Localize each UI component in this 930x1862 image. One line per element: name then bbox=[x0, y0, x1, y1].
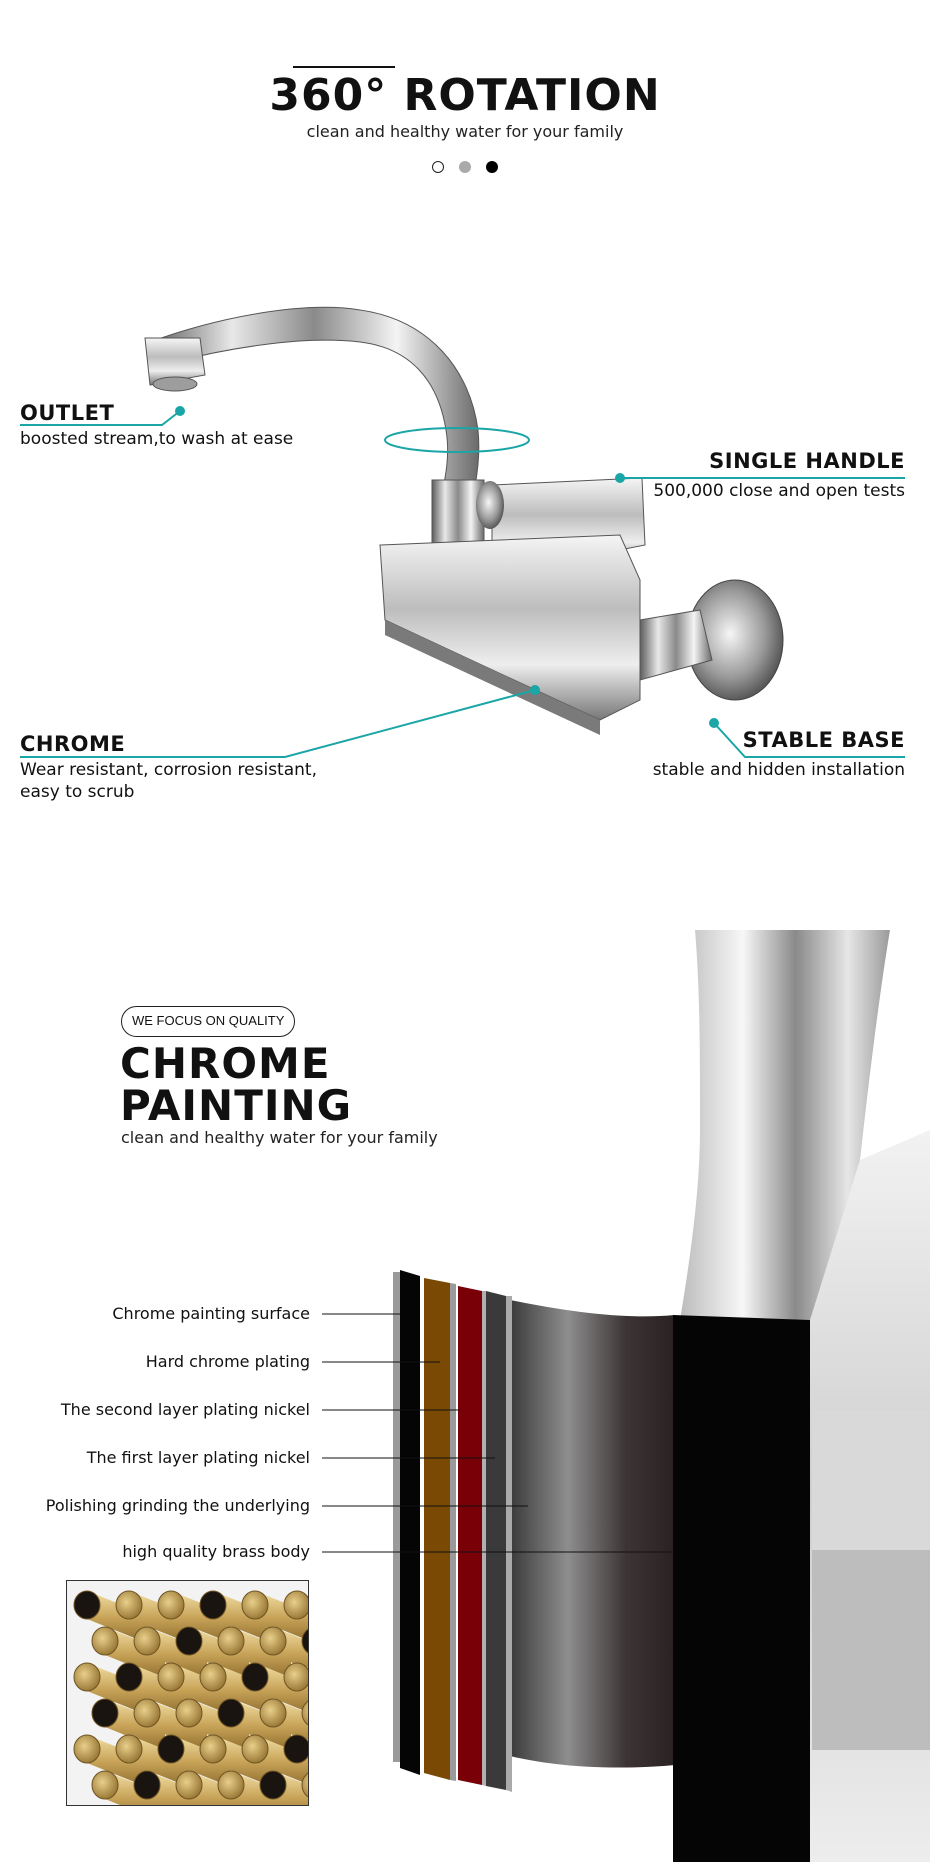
layer-label-5: Polishing grinding the underlying bbox=[45, 1496, 310, 1515]
brass-rod-end bbox=[217, 1626, 245, 1656]
chrome-desc-line1: Wear resistant, corrosion resistant, bbox=[20, 760, 317, 780]
brass-rod-end bbox=[157, 1662, 185, 1692]
brass-rod bbox=[87, 1591, 147, 1643]
brass-rod bbox=[105, 1627, 165, 1679]
rotation-subtitle: clean and healthy water for your family bbox=[306, 122, 624, 141]
brass-rod-end bbox=[175, 1626, 203, 1656]
brass-rod-end bbox=[157, 1734, 185, 1764]
brass-rod-end bbox=[301, 1628, 308, 1654]
brass-rod-end bbox=[133, 1626, 161, 1656]
brass-rod-end bbox=[259, 1698, 287, 1728]
brass-rod-end bbox=[217, 1698, 245, 1728]
carousel-dots bbox=[432, 161, 498, 173]
brass-rod-end bbox=[115, 1590, 143, 1620]
brass-rod bbox=[129, 1591, 189, 1643]
brass-rod bbox=[129, 1735, 189, 1787]
chrome-painting-title: CHROME PAINTING bbox=[120, 1043, 352, 1127]
brass-rod-end bbox=[241, 1590, 269, 1620]
brass-rod-end bbox=[133, 1770, 161, 1800]
brass-rod-end bbox=[259, 1626, 287, 1656]
brass-rod bbox=[147, 1699, 207, 1751]
layer-label-1: Chrome painting surface bbox=[112, 1304, 310, 1323]
brass-rod bbox=[105, 1699, 165, 1751]
brass-rod-end bbox=[199, 1734, 227, 1764]
carousel-dot-3[interactable] bbox=[486, 161, 498, 173]
brass-rod-end bbox=[73, 1734, 101, 1764]
brass-rod-end bbox=[91, 1626, 119, 1656]
brass-rod bbox=[189, 1627, 249, 1679]
brass-rod bbox=[213, 1591, 273, 1643]
brass-rod-end bbox=[283, 1734, 308, 1764]
chrome-desc-line2: easy to scrub bbox=[20, 782, 135, 802]
brass-rod-end bbox=[91, 1698, 119, 1728]
brass-rod bbox=[213, 1663, 273, 1715]
layer-label-2: Hard chrome plating bbox=[145, 1352, 310, 1371]
title-rule bbox=[293, 66, 395, 68]
outlet-desc: boosted stream,to wash at ease bbox=[20, 429, 294, 449]
brass-rod bbox=[171, 1663, 231, 1715]
brass-rod-end bbox=[175, 1698, 203, 1728]
layer-label-4: The first layer plating nickel bbox=[86, 1448, 310, 1467]
brass-rod-end bbox=[301, 1772, 308, 1798]
brass-rod-end bbox=[91, 1770, 119, 1800]
stable-base-desc: stable and hidden installation bbox=[652, 760, 905, 780]
brass-rod-end bbox=[157, 1590, 185, 1620]
brass-rod-end bbox=[115, 1662, 143, 1692]
layer-label-6: high quality brass body bbox=[122, 1542, 310, 1561]
single-handle-desc: 500,000 close and open tests bbox=[653, 481, 905, 501]
layer-label-3: The second layer plating nickel bbox=[60, 1400, 310, 1419]
brass-rod bbox=[87, 1663, 147, 1715]
carousel-dot-1[interactable] bbox=[432, 161, 444, 173]
plating-layers-illustration bbox=[322, 930, 930, 1862]
title-line-1: CHROME bbox=[120, 1039, 331, 1088]
brass-rod-end bbox=[199, 1662, 227, 1692]
brass-rods-drawing bbox=[73, 1590, 308, 1805]
brass-rod bbox=[87, 1735, 147, 1787]
quality-badge: WE FOCUS ON QUALITY bbox=[121, 1006, 296, 1037]
brass-rods-photo bbox=[66, 1580, 309, 1806]
brass-rod-end bbox=[175, 1770, 203, 1800]
chrome-title: CHROME bbox=[20, 732, 126, 756]
brass-rod bbox=[129, 1663, 189, 1715]
brass-rod bbox=[231, 1627, 291, 1679]
brass-rod-end bbox=[115, 1734, 143, 1764]
chrome-painting-subtitle: clean and healthy water for your family bbox=[121, 1128, 438, 1147]
brass-rod bbox=[189, 1699, 249, 1751]
stable-base-title: STABLE BASE bbox=[742, 728, 905, 752]
carousel-dot-2[interactable] bbox=[459, 161, 471, 173]
brass-rod-end bbox=[301, 1700, 308, 1726]
brass-rod bbox=[171, 1591, 231, 1643]
brass-rod bbox=[147, 1627, 207, 1679]
brass-rod-end bbox=[241, 1734, 269, 1764]
rotation-title: 360° ROTATION bbox=[269, 70, 661, 121]
brass-rod-end bbox=[73, 1662, 101, 1692]
brass-rod-end bbox=[133, 1698, 161, 1728]
brass-rod-end bbox=[73, 1590, 101, 1620]
brass-rod-end bbox=[217, 1770, 245, 1800]
brass-rod-end bbox=[199, 1590, 227, 1620]
brass-rod bbox=[171, 1735, 231, 1787]
outlet-title: OUTLET bbox=[20, 401, 115, 425]
brass-rod bbox=[231, 1699, 291, 1751]
title-line-2: PAINTING bbox=[120, 1081, 353, 1130]
single-handle-title: SINGLE HANDLE bbox=[709, 449, 905, 473]
faucet-illustration bbox=[144, 306, 784, 735]
brass-rod-end bbox=[241, 1662, 269, 1692]
brass-rod-end bbox=[259, 1770, 287, 1800]
brass-rod-end bbox=[283, 1662, 308, 1692]
brass-rod bbox=[213, 1735, 273, 1787]
brass-rod-end bbox=[283, 1590, 308, 1620]
